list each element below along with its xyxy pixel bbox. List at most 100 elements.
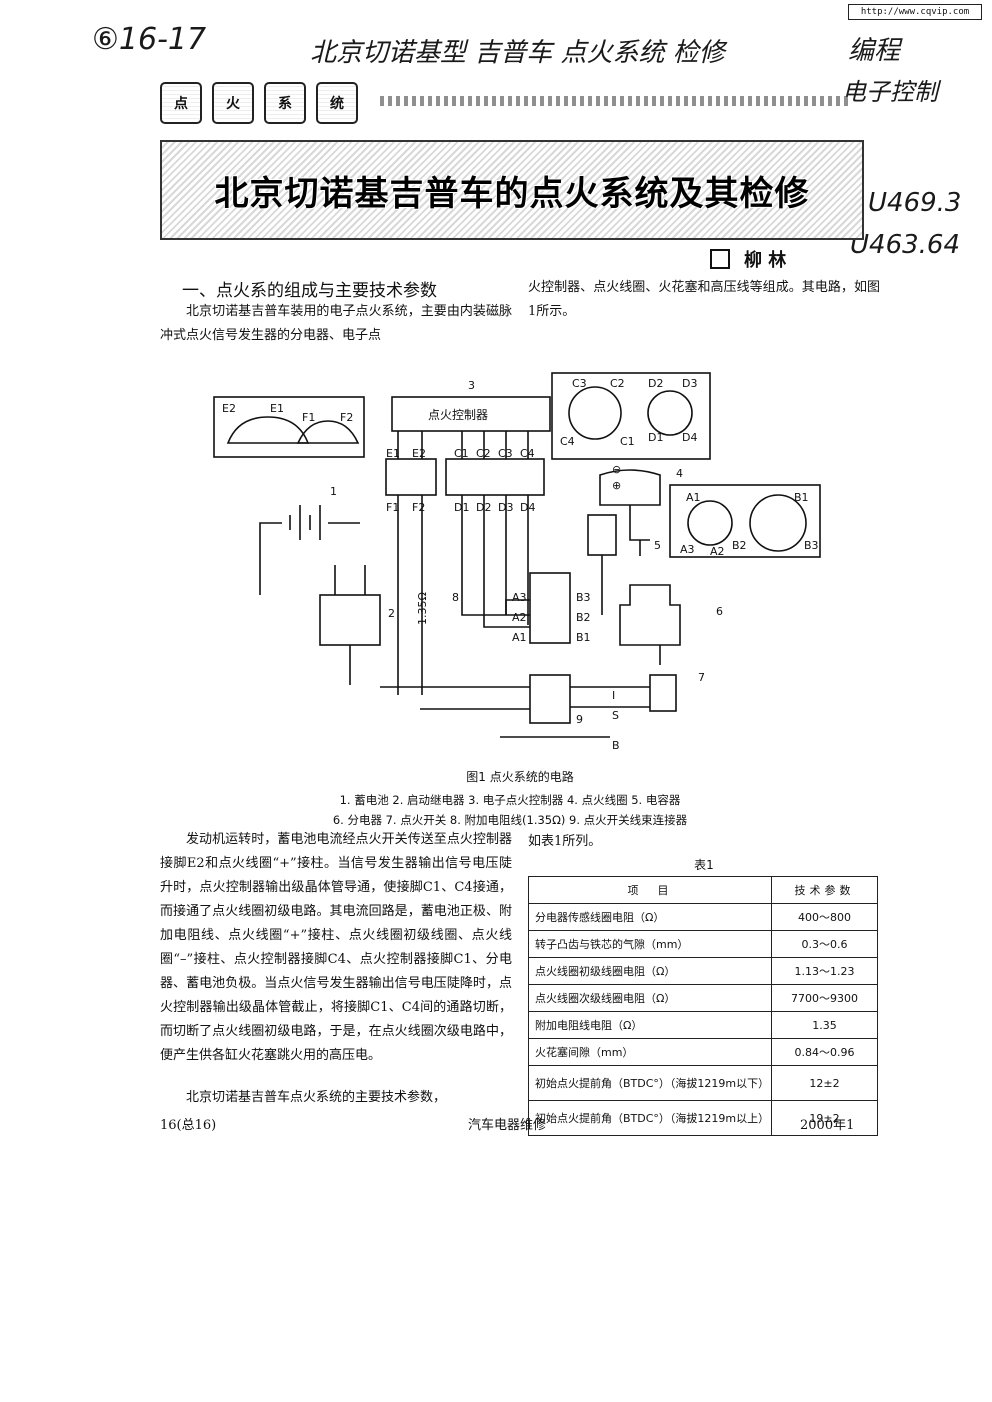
source-url: http://www.cqvip.com xyxy=(848,4,982,20)
callout-9: 9 xyxy=(576,713,583,726)
label-f1-plug: F1 xyxy=(386,501,399,514)
callout-2: 2 xyxy=(388,607,395,620)
label-d3-top: D3 xyxy=(682,377,697,390)
table-cell: 初始点火提前角（BTDC°）（海拔1219m以下） xyxy=(528,1065,772,1101)
article-title: 北京切诺基吉普车的点火系统及其检修 xyxy=(214,173,810,214)
table-row: 点火线圈次级线圈电阻（Ω）7700～9300 xyxy=(528,984,878,1012)
controller-box xyxy=(391,396,551,432)
ignition-circuit-diagram: 点火控制器 3 1 2 4 5 6 7 8 9 E2 E1 F1 F2 E1 E… xyxy=(213,372,821,752)
callout-1: 1 xyxy=(330,485,337,498)
table-cell: 点火线圈初级线圈电阻（Ω） xyxy=(528,957,772,985)
label-c4-top: C4 xyxy=(560,435,575,448)
figure-legend-2: 6. 分电器 7. 点火开关 8. 附加电阻线(1.35Ω) 9. 点火开关线束… xyxy=(332,813,688,827)
issue-year: 2000年1 xyxy=(800,1118,855,1133)
coil-plus-icon: ⊕ xyxy=(612,479,621,492)
label-c3: C3 xyxy=(498,447,513,460)
author-line: 柳 林 xyxy=(710,246,786,272)
spec-table: 项 目 技术参数 分电器传感线圈电阻（Ω）400～800 转子凸齿与铁芯的气隙（… xyxy=(528,876,878,1136)
label-e2: E2 xyxy=(222,402,236,415)
switch-terminal-s: S xyxy=(612,709,619,722)
ribbon-tag: 统 xyxy=(316,82,358,124)
table-header: 项 目 xyxy=(528,876,772,904)
callout-5: 5 xyxy=(654,539,661,552)
label-f2-plug: F2 xyxy=(412,501,425,514)
table-cell: 12±2 xyxy=(771,1065,878,1101)
label-b3: B3 xyxy=(804,539,819,552)
section-heading: 一、点火系的组成与主要技术参数 xyxy=(182,281,437,301)
label-a1-mid: A1 xyxy=(512,631,527,644)
author-name: 柳 林 xyxy=(744,250,787,271)
handwritten-page-note: ⑥16-17 xyxy=(92,22,207,57)
ribbon-tag: 点 xyxy=(160,82,202,124)
table-row: 火花塞间隙（mm）0.84～0.96 xyxy=(528,1038,878,1066)
table-cell: 点火线圈次级线圈电阻（Ω） xyxy=(528,984,772,1012)
ribbon-tag: 火 xyxy=(212,82,254,124)
decorative-border xyxy=(380,96,850,106)
table-cell: 0.84～0.96 xyxy=(771,1038,878,1066)
section-ribbon: 点 火 系 统 xyxy=(160,82,358,124)
handwritten-topic-note: 北京切诺基型 吉普车 点火系统 检修 xyxy=(310,38,725,68)
handwritten-class-code-1: U469.3 xyxy=(868,188,962,218)
table-cell: 初始点火提前角（BTDC°）（海拔1219m以上） xyxy=(528,1100,772,1136)
table-cell: 7700～9300 xyxy=(771,984,878,1012)
label-a3-mid: A3 xyxy=(512,591,527,604)
body-paragraph-right: 如表1所列。 xyxy=(528,834,602,849)
table-title: 表1 xyxy=(694,858,714,872)
table-cell: 分电器传感线圈电阻（Ω） xyxy=(528,903,772,931)
table-row: 初始点火提前角（BTDC°）（海拔1219m以下）12±2 xyxy=(528,1065,878,1101)
handwritten-note-right: 编程 xyxy=(848,36,901,66)
journal-name: 汽车电器维修 xyxy=(468,1118,547,1133)
table-row: 附加电阻线电阻（Ω）1.35 xyxy=(528,1011,878,1039)
switch-terminal-b: B xyxy=(612,739,620,752)
callout-4: 4 xyxy=(676,467,683,480)
label-c4: C4 xyxy=(520,447,535,460)
table-row: 初始点火提前角（BTDC°）（海拔1219m以上）19±2 xyxy=(528,1100,878,1136)
label-e2-plug: E2 xyxy=(412,447,426,460)
coil-minus-icon: ⊖ xyxy=(612,463,621,476)
table-row: 转子凸齿与铁芯的气隙（mm）0.3～0.6 xyxy=(528,930,878,958)
page-number: 16(总16) xyxy=(160,1118,217,1133)
intro-paragraph-left: 北京切诺基吉普车装用的电子点火系统，主要由内装磁脉冲式点火信号发生器的分电器、电… xyxy=(160,304,512,343)
callout-3: 3 xyxy=(468,379,475,392)
spec-table-wrapper: 项 目 技术参数 分电器传感线圈电阻（Ω）400～800 转子凸齿与铁芯的气隙（… xyxy=(528,876,878,1136)
handwritten-note-right-2: 电子控制 xyxy=(842,78,938,106)
label-a2: A2 xyxy=(710,545,725,558)
figure-legend-1: 1. 蓄电池 2. 启动继电器 3. 电子点火控制器 4. 点火线圈 5. 电容… xyxy=(339,793,681,807)
square-icon xyxy=(710,249,730,269)
label-d2-top: D2 xyxy=(648,377,663,390)
label-d3: D3 xyxy=(498,501,513,514)
table-cell: 附加电阻线电阻（Ω） xyxy=(528,1011,772,1039)
table-cell: 1.35 xyxy=(771,1011,878,1039)
label-f1: F1 xyxy=(302,411,315,424)
label-d4: D4 xyxy=(520,501,535,514)
table-cell: 火花塞间隙（mm） xyxy=(528,1038,772,1066)
table-header-row: 项 目 技术参数 xyxy=(528,876,878,904)
label-d1-top: D1 xyxy=(648,431,663,444)
label-c1-top: C1 xyxy=(620,435,635,448)
callout-6: 6 xyxy=(716,605,723,618)
label-b1-mid: B1 xyxy=(576,631,591,644)
switch-terminal-i: I xyxy=(612,689,615,702)
figure-caption: 图1 点火系统的电路 xyxy=(466,770,574,784)
label-a2-mid: A2 xyxy=(512,611,527,624)
label-a1: A1 xyxy=(686,491,701,504)
table-cell: 1.13～1.23 xyxy=(771,957,878,985)
table-header: 技术参数 xyxy=(771,876,878,904)
label-d2: D2 xyxy=(476,501,491,514)
label-c2: C2 xyxy=(476,447,491,460)
callout-7: 7 xyxy=(698,671,705,684)
label-a3: A3 xyxy=(680,543,695,556)
body-paragraph-2: 北京切诺基吉普车点火系统的主要技术参数， xyxy=(186,1090,447,1105)
e-f-connector-box xyxy=(213,396,365,458)
label-d1: D1 xyxy=(454,501,469,514)
label-b2: B2 xyxy=(732,539,747,552)
table-cell: 400～800 xyxy=(771,903,878,931)
label-c3-top: C3 xyxy=(572,377,587,390)
label-d4-top: D4 xyxy=(682,431,697,444)
body-paragraph-1: 发动机运转时，蓄电池电流经点火开关传送至点火控制器接脚E2和点火线圈“+”接柱。… xyxy=(160,832,512,1063)
table-row: 分电器传感线圈电阻（Ω）400～800 xyxy=(528,903,878,931)
label-b2-mid: B2 xyxy=(576,611,591,624)
ribbon-tag: 系 xyxy=(264,82,306,124)
label-f2: F2 xyxy=(340,411,353,424)
table-cell: 转子凸齿与铁芯的气隙（mm） xyxy=(528,930,772,958)
